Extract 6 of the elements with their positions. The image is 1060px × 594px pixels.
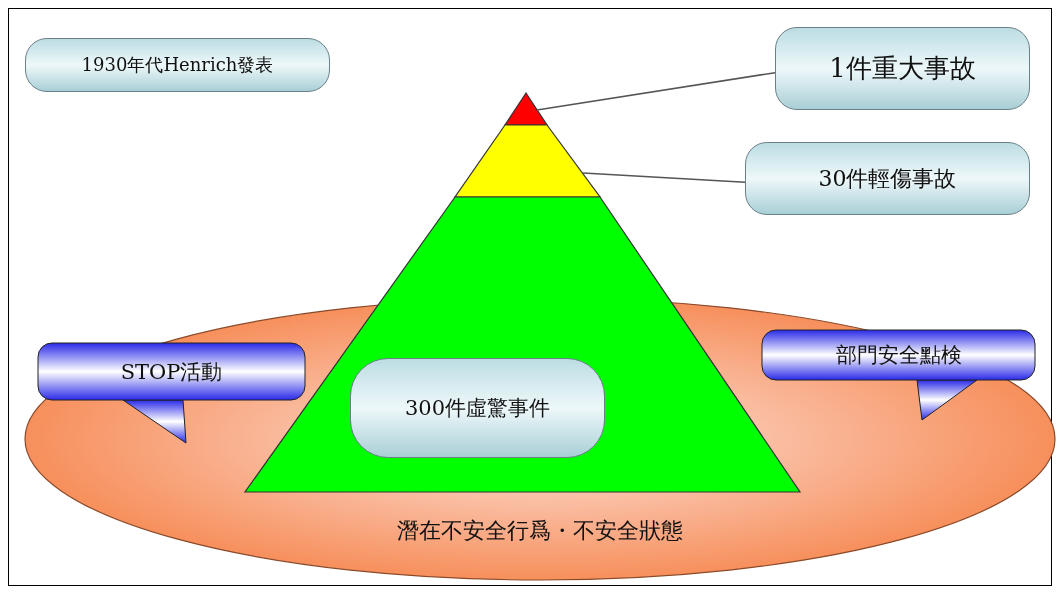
callout-box: 30件輕傷事故 bbox=[745, 142, 1030, 215]
leader-line bbox=[582, 172, 746, 183]
leader-line bbox=[536, 71, 776, 111]
callout-box: 1件重大事故 bbox=[775, 27, 1030, 110]
callout-box: 300件虛驚事件 bbox=[350, 358, 605, 458]
callout-box: 1930年代Henrich發表 bbox=[25, 38, 330, 92]
